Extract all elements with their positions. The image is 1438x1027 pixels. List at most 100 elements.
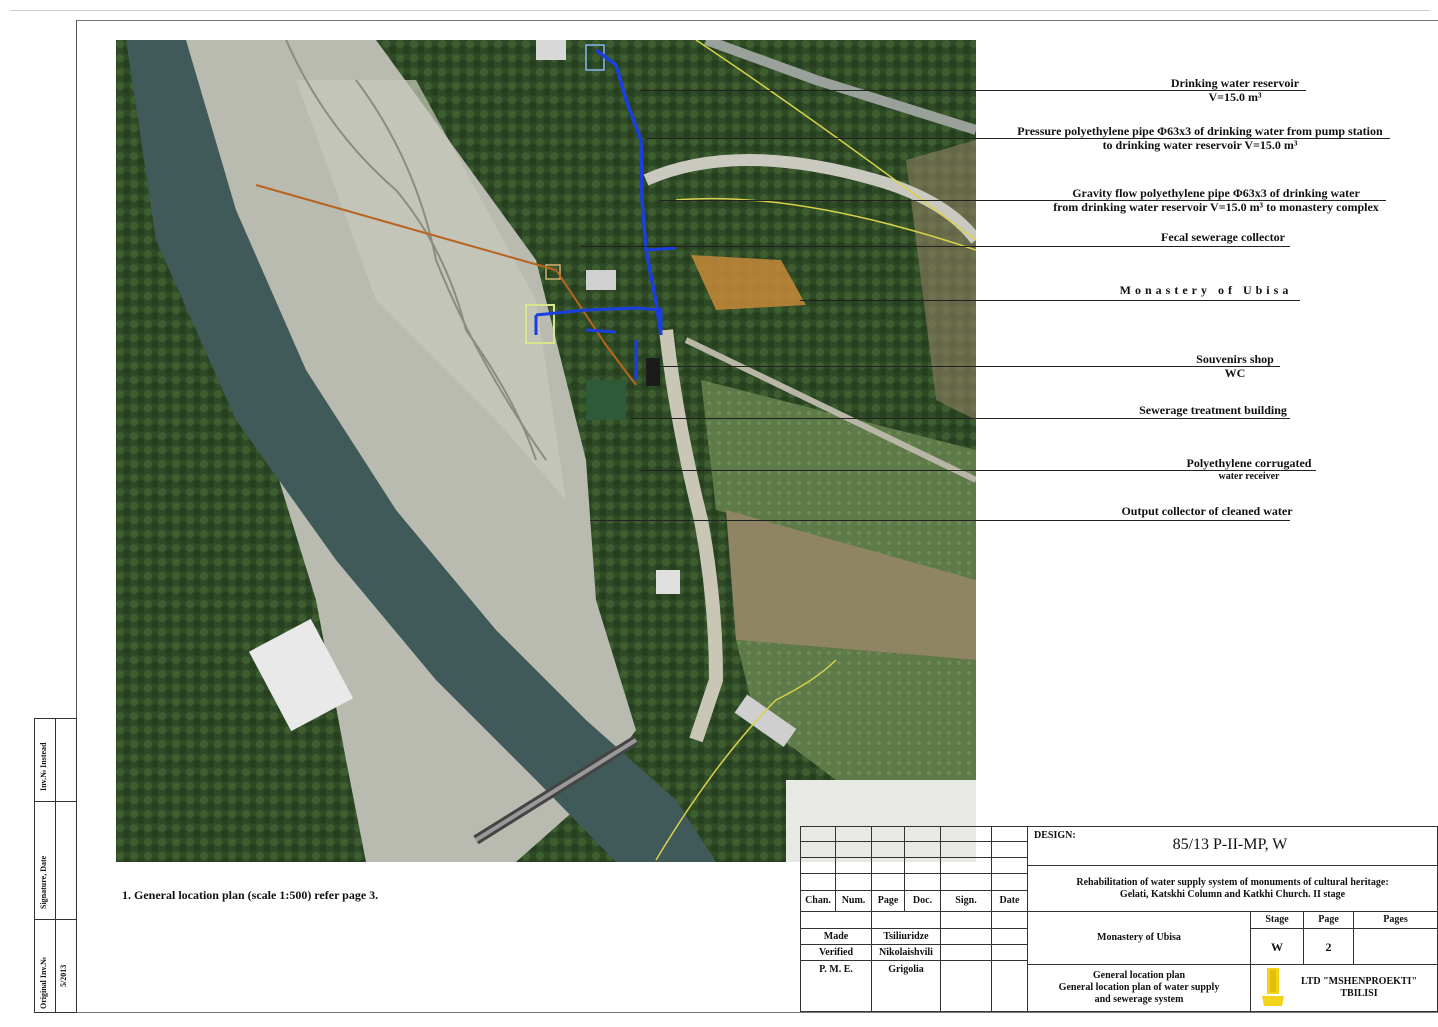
made-label: Made: [800, 928, 872, 945]
rev-cell: [904, 857, 941, 874]
project-title-line2: Gelati, Katskhi Column and Katkhi Church…: [1119, 888, 1346, 900]
object-name: Monastery of Ubisa: [1027, 911, 1251, 965]
label-receiver-line2: water receiver: [1218, 471, 1280, 482]
label-pressure-line2: to drinking water reservoir V=15.0 m³: [1102, 138, 1298, 152]
made-date: [991, 928, 1028, 945]
label-souvenir: Souvenirs shop WC: [1180, 352, 1290, 380]
label-souvenir-line2: WC: [1224, 366, 1246, 380]
rev-cell: [940, 873, 992, 891]
pme-date: [991, 960, 1028, 1012]
pages-label: Pages: [1353, 911, 1438, 929]
label-reservoir: Drinking water reservoir V=15.0 m³: [1160, 76, 1310, 104]
pme-sign: [940, 960, 992, 1012]
signature-date-label: Signature, Date: [39, 855, 48, 909]
rev-cell: [871, 826, 905, 842]
rev-cell: [940, 826, 992, 842]
label-output-collector: Output collector of cleaned water: [1121, 504, 1293, 518]
original-inv-number: 5/2013: [59, 964, 68, 987]
header-date: Date: [991, 890, 1028, 912]
title-block: Chan. Num. Page Doc. Sign. Date Made Tsi…: [800, 826, 1438, 1012]
header-document: Doc.: [904, 890, 941, 912]
original-inv-label: Original Inv.№: [39, 956, 48, 1009]
header-number: Num.: [835, 890, 872, 912]
frame-bottom: [34, 1012, 1438, 1013]
spacer-cell: [940, 911, 992, 929]
sheet-title: General location plan General location p…: [1027, 964, 1251, 1012]
rev-cell: [940, 841, 992, 858]
verified-name: Nikolaishvili: [871, 944, 941, 961]
header-sign: Sign.: [940, 890, 992, 912]
side-stamp: Inv.№ Instead Signature, Date Original I…: [34, 718, 77, 1013]
frame-left: [76, 20, 77, 1010]
label-souvenir-line1: Souvenirs shop: [1196, 352, 1274, 366]
rev-cell: [835, 841, 872, 858]
rev-cell: [800, 857, 836, 874]
label-gravity-pipe: Gravity flow polyethylene pipe Φ63x3 of …: [1046, 186, 1386, 214]
spacer-cell: [991, 911, 1028, 929]
label-gravity-line1: Gravity flow polyethylene pipe Φ63x3 of …: [1072, 186, 1360, 200]
label-pressure-pipe: Pressure polyethylene pipe Φ63x3 of drin…: [1006, 124, 1394, 152]
rev-cell: [940, 857, 992, 874]
aerial-map-drawing: [116, 40, 976, 862]
verified-sign: [940, 944, 992, 961]
rev-cell: [835, 857, 872, 874]
pme-name: Grigolia: [871, 960, 941, 1012]
rev-cell: [800, 841, 836, 858]
page-value: 2: [1303, 928, 1354, 965]
spacer-cell: [800, 911, 872, 929]
aerial-map: [116, 40, 976, 862]
leader-pressure-pipe: [646, 138, 1390, 139]
rev-cell: [991, 841, 1028, 858]
rev-cell: [871, 841, 905, 858]
rev-cell: [991, 873, 1028, 891]
verified-date: [991, 944, 1028, 961]
rev-cell: [904, 826, 941, 842]
leader-monastery: [800, 300, 1300, 301]
rev-cell: [904, 873, 941, 891]
label-reservoir-line1: Drinking water reservoir: [1170, 76, 1300, 90]
rev-cell: [904, 841, 941, 858]
design-label: DESIGN:: [1034, 830, 1076, 841]
project-title-line1: Rehabilitation of water supply system of…: [1076, 876, 1389, 888]
label-reservoir-line2: V=15.0 m³: [1208, 90, 1262, 104]
sheet-title-line2: General location plan of water supply: [1058, 982, 1220, 993]
leader-output-collector: [590, 520, 1290, 521]
company-logo-icon: [1262, 968, 1284, 1006]
company-name: LTD "MSHENPROEKTI": [1300, 976, 1418, 987]
side-stamp-divider: [35, 801, 76, 802]
sheet-title-line3: and sewerage system: [1094, 994, 1184, 1005]
leader-fecal-collector: [580, 246, 1290, 247]
side-stamp-vdivider: [55, 719, 56, 1012]
side-stamp-divider: [35, 919, 76, 920]
verified-label: Verified: [800, 944, 872, 961]
label-gravity-line2: from drinking water reservoir V=15.0 m³ …: [1053, 200, 1379, 214]
leader-souvenir: [660, 366, 1280, 367]
pages-value: [1353, 928, 1438, 965]
rev-cell: [871, 873, 905, 891]
made-sign: [940, 928, 992, 945]
stage-label: Stage: [1250, 911, 1304, 929]
leader-treatment: [630, 418, 1290, 419]
page-label: Page: [1303, 911, 1354, 929]
label-pressure-line1: Pressure polyethylene pipe Φ63x3 of drin…: [1017, 124, 1383, 138]
rev-cell: [835, 826, 872, 842]
sheet-title-line1: General location plan: [1092, 970, 1186, 981]
label-receiver-line1: Polyethylene corrugated: [1186, 456, 1312, 470]
design-code: 85/13 P-II-MP, W: [1172, 836, 1288, 853]
label-monastery: Monastery of Ubisa: [1119, 283, 1293, 297]
project-title: Rehabilitation of water supply system of…: [1027, 865, 1438, 912]
rev-cell: [800, 873, 836, 891]
rev-cell: [835, 873, 872, 891]
leader-receiver: [640, 470, 1316, 471]
leader-reservoir: [640, 90, 1306, 91]
stage-value: W: [1250, 928, 1304, 965]
header-change: Chan.: [800, 890, 836, 912]
header-page: Page: [871, 890, 905, 912]
rev-cell: [800, 826, 836, 842]
sheet-edge: [10, 10, 1430, 11]
made-name: Tsiliuridze: [871, 928, 941, 945]
label-fecal-collector: Fecal sewerage collector: [1161, 230, 1285, 244]
general-note: 1. General location plan (scale 1:500) r…: [122, 888, 379, 902]
spacer-cell: [871, 911, 941, 929]
rev-cell: [991, 826, 1028, 842]
